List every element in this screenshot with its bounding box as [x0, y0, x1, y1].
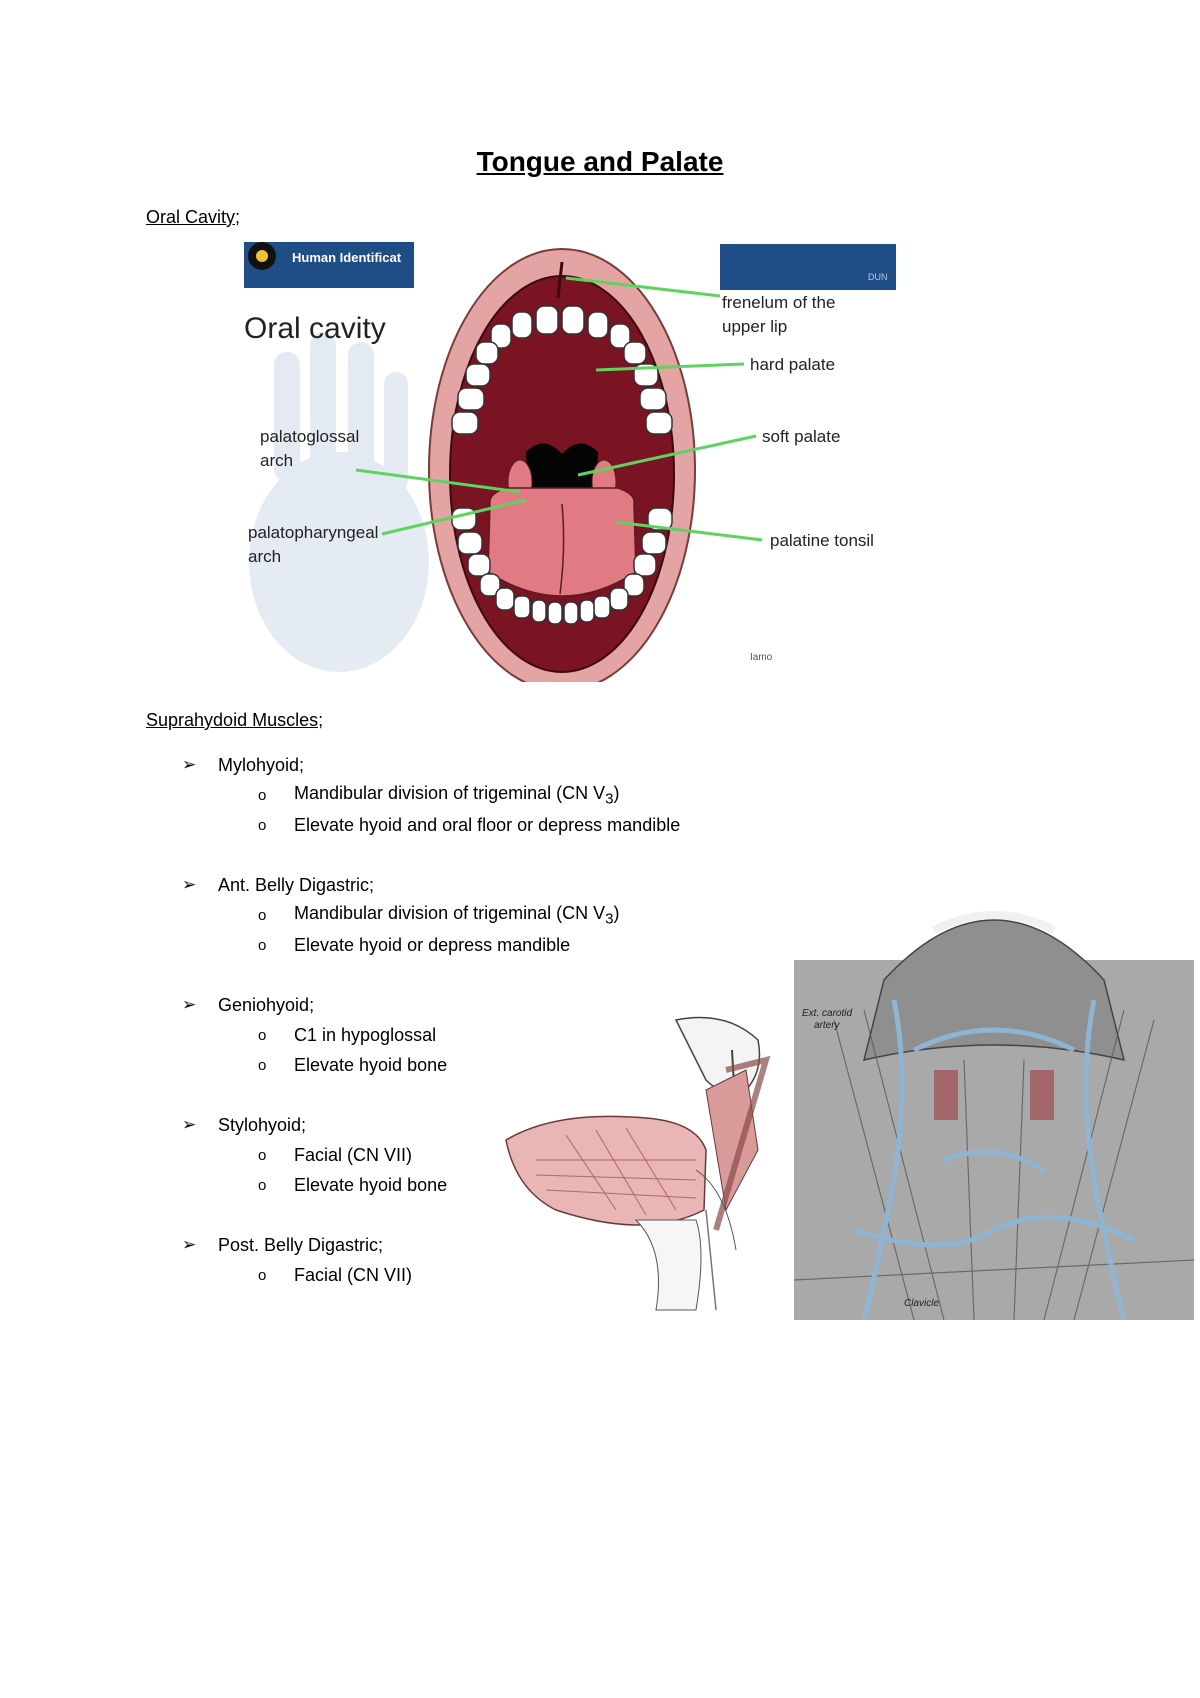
label-palatine-tonsil: palatine tonsil: [770, 531, 874, 550]
detail-text-main: Elevate hyoid bone: [294, 1174, 448, 1195]
detail-text-subscript: 3: [605, 910, 614, 928]
detail-text-main: Mandibular division of trigeminal (CN V: [294, 782, 606, 803]
muscle-heading: ➢ Geniohyoid;: [146, 990, 706, 1020]
detail-text-main: C1 in hypoglossal: [294, 1024, 437, 1045]
oral-cavity-diagram: Human Identificat DUN Oral cavity: [244, 242, 896, 692]
muscle-detail-text: Facial (CN VII): [294, 1145, 412, 1166]
banner-right: [720, 244, 896, 290]
muscle-name: Stylohyoid;: [218, 1114, 307, 1135]
neck-label-carotid-line1: Ext. carotid: [802, 1008, 852, 1019]
muscle-detail-text: Elevate hyoid bone: [294, 1175, 447, 1196]
circle-bullet-icon: o: [258, 1266, 267, 1284]
label-hard-palate: hard palate: [750, 355, 835, 374]
label-palatoglossal-line2: arch: [260, 451, 293, 470]
circle-bullet-icon: o: [258, 786, 267, 804]
banner-left-text: Human Identificat: [292, 250, 402, 265]
muscle-heading: ➢ Mylohyoid;: [146, 750, 706, 780]
muscle-name: Ant. Belly Digastric;: [218, 874, 375, 895]
muscle-detail: o C1 in hypoglossal: [146, 1020, 706, 1050]
detail-text-main: Elevate hyoid bone: [294, 1054, 448, 1075]
neck-illustration: Ext. carotid artery Clavicle: [793, 900, 1195, 1321]
detail-text-main: Facial (CN VII): [294, 1144, 413, 1165]
muscle-detail-text: Elevate hyoid or depress mandible: [294, 935, 570, 956]
arrow-bullet-icon: ➢: [182, 875, 197, 894]
oral-cavity-figure: Human Identificat DUN Oral cavity: [244, 242, 896, 692]
muscle-heading: ➢ Post. Belly Digastric;: [146, 1230, 706, 1260]
hand-watermark: [249, 332, 429, 672]
muscle-detail: o Mandibular division of trigeminal (CN V…: [146, 780, 706, 810]
muscle-detail: o Elevate hyoid bone: [146, 1170, 706, 1200]
detail-text-main: Elevate hyoid or depress mandible: [294, 934, 571, 955]
circle-bullet-icon: o: [258, 1176, 267, 1194]
circle-bullet-icon: o: [258, 1056, 267, 1074]
label-frenulum-line1: frenelum of the: [722, 293, 835, 312]
muscle-detail: o Facial (CN VII): [146, 1260, 706, 1290]
muscle-heading: ➢ Stylohyoid;: [146, 1110, 706, 1140]
circle-bullet-icon: o: [258, 816, 267, 834]
page-title: Tongue and Palate: [476, 146, 724, 177]
detail-text-end: ): [613, 782, 620, 803]
circle-bullet-icon: o: [258, 906, 267, 924]
muscle-name: Geniohyoid;: [218, 994, 315, 1015]
muscle-detail-text: Elevate hyoid and oral floor or depress …: [294, 815, 680, 836]
arrow-bullet-icon: ➢: [182, 1235, 197, 1254]
banner-right-text: DUN: [868, 272, 888, 282]
detail-text-main: Facial (CN VII): [294, 1264, 413, 1285]
arrow-bullet-icon: ➢: [182, 755, 197, 774]
circle-bullet-icon: o: [258, 936, 267, 954]
muscle-detail-text: Facial (CN VII): [294, 1265, 412, 1286]
muscle-detail: o Elevate hyoid or depress mandible: [146, 930, 706, 960]
muscle-heading: ➢ Ant. Belly Digastric;: [146, 870, 706, 900]
circle-bullet-icon: o: [258, 1026, 267, 1044]
muscle-entry: ➢ Ant. Belly Digastric; o Mandibular divisi…: [146, 870, 706, 960]
tongue: [487, 487, 637, 597]
circle-bullet-icon: o: [258, 1146, 267, 1164]
arrow-bullet-icon: ➢: [182, 1115, 197, 1134]
muscle-detail: o Mandibular division of trigeminal (CN V…: [146, 900, 706, 930]
neck-drawing: Ext. carotid artery Clavicle: [793, 911, 1195, 1321]
lower-teeth: [451, 507, 673, 625]
tongue-muscles-illustration: [496, 1010, 786, 1320]
image-credit: Iamo: [750, 652, 773, 663]
tongue-muscles-drawing: [505, 1016, 771, 1311]
neck-label-carotid-line2: artery: [814, 1020, 841, 1031]
neck-label-clavicle: Clavicle: [904, 1298, 939, 1309]
detail-text-main: Elevate hyoid and oral floor or depress …: [294, 814, 681, 835]
muscle-name: Post. Belly Digastric;: [218, 1234, 384, 1255]
detail-text-main: Mandibular division of trigeminal (CN V: [294, 902, 606, 923]
muscle-name: Mylohyoid;: [218, 754, 305, 775]
muscle-detail: o Elevate hyoid and oral floor or depress…: [146, 810, 706, 840]
label-palatopharyngeal-line1: palatopharyngeal: [248, 523, 378, 542]
muscle-entry: ➢ Post. Belly Digastric; o Facial (CN VII): [146, 1230, 706, 1290]
muscle-detail: o Elevate hyoid bone: [146, 1050, 706, 1080]
suprahyoid-heading: Suprahydoid Muscles;: [146, 710, 324, 730]
detail-text-subscript: 3: [605, 790, 614, 808]
muscle-detail-text: Mandibular division of trigeminal (CN V3…: [294, 783, 619, 808]
label-palatoglossal-line1: palatoglossal: [260, 427, 359, 446]
muscle-detail: o Facial (CN VII): [146, 1140, 706, 1170]
upper-teeth: [451, 305, 673, 435]
mouth-drawing: [428, 248, 696, 692]
detail-text-end: ): [613, 902, 620, 923]
label-frenulum-line2: upper lip: [722, 317, 787, 336]
label-soft-palate: soft palate: [762, 427, 840, 446]
arrow-bullet-icon: ➢: [182, 995, 197, 1014]
muscle-entry: ➢ Mylohyoid; o Mandibular division of trige…: [146, 750, 706, 840]
muscle-detail-text: Mandibular division of trigeminal (CN V3…: [294, 903, 619, 928]
oral-cavity-heading: Oral Cavity;: [146, 207, 241, 227]
label-palatopharyngeal-line2: arch: [248, 547, 281, 566]
muscle-detail-text: Elevate hyoid bone: [294, 1055, 447, 1076]
oral-cavity-figure-heading: Oral cavity: [244, 312, 386, 345]
muscle-detail-text: C1 in hypoglossal: [294, 1025, 436, 1046]
label-pointers: [355, 276, 763, 542]
